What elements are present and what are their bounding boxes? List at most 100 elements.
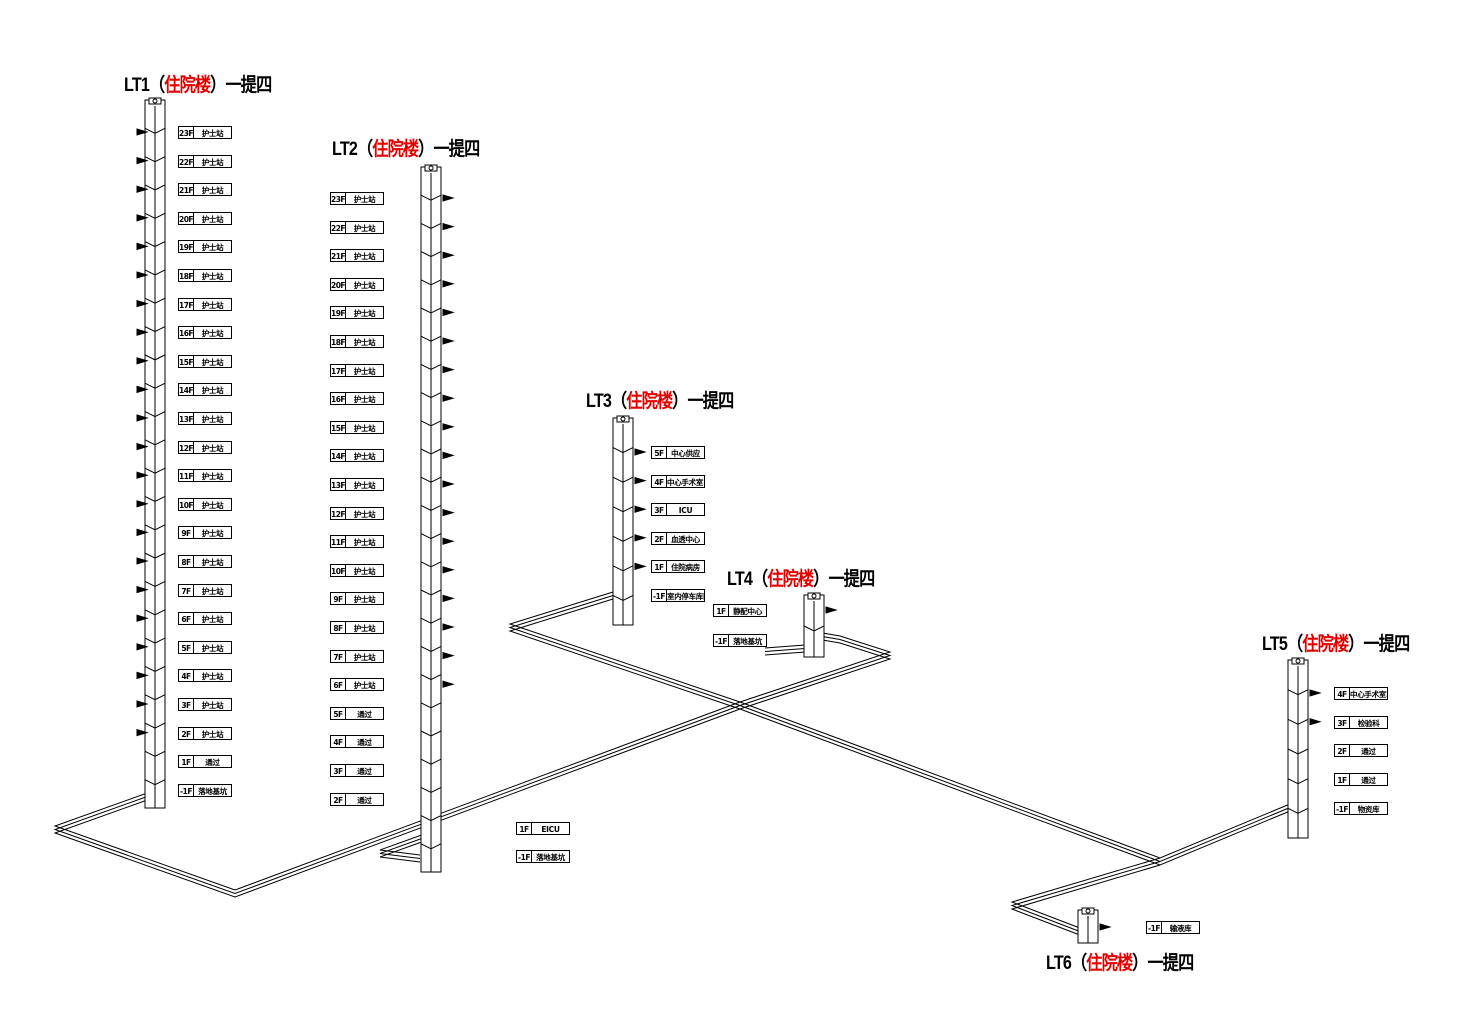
floor-function: 护士站 [201, 701, 224, 710]
title-building: 住院楼 [372, 139, 419, 160]
floor-number: 8F [179, 556, 194, 567]
tower-title-lt5: LT5（住院楼）一提四 [1262, 629, 1410, 656]
door-arrow-icon [136, 214, 149, 222]
floor-number: 4F [331, 736, 346, 748]
floor-number: 3F [652, 504, 667, 516]
shaft-lt3 [612, 415, 647, 626]
tower-title-lt6: LT6（住院楼）一提四 [1046, 948, 1194, 975]
door-arrow-icon [136, 614, 149, 622]
door-arrow-icon [442, 680, 455, 688]
floor-function: 护士站 [353, 624, 376, 633]
floor-function: 检验科 [1357, 718, 1380, 728]
floor-function: 护士站 [353, 481, 376, 490]
floor-number: 14F [331, 450, 346, 462]
floor-number: 21F [331, 250, 346, 262]
door-arrow-icon [136, 156, 149, 165]
floor-function: 护士站 [353, 509, 376, 519]
pipe-line [764, 644, 806, 649]
door-arrow-icon [634, 476, 647, 485]
pipe-line [508, 591, 741, 703]
door-arrow-icon [136, 271, 149, 279]
floor-function: 通过 [357, 767, 372, 776]
floor-function: 护士站 [201, 415, 224, 424]
floor-number: 17F [179, 298, 194, 310]
floor-label: -1F室内停车库区 [651, 589, 705, 602]
title-suffix: ）一提四 [1348, 634, 1410, 655]
floor-function: 血透中心 [671, 534, 700, 544]
floor-number: 18F [331, 336, 346, 347]
door-arrow-icon [136, 528, 149, 537]
title-prefix: LT2（ [332, 139, 373, 160]
door-arrow-icon [442, 508, 455, 517]
floor-number: 6F [179, 613, 194, 625]
door-arrow-icon [136, 643, 149, 651]
door-arrow-icon [136, 414, 149, 422]
door-arrow-icon [442, 194, 455, 202]
door-arrow-icon [136, 500, 149, 508]
pipe-network [53, 591, 1291, 938]
door-arrow-icon [634, 562, 647, 571]
floor-function: 通过 [1361, 776, 1376, 786]
floor-number: 21F [179, 184, 194, 196]
door-arrow-icon [442, 222, 455, 231]
floor-function: 护士站 [353, 309, 376, 319]
door-arrow-icon [136, 128, 149, 136]
floor-function: 护士站 [353, 366, 376, 376]
tower-title-lt3: LT3（住院楼）一提四 [586, 386, 734, 413]
floor-function: 护士站 [353, 538, 376, 548]
floor-function: 护士站 [201, 443, 224, 453]
floor-function: 通过 [357, 738, 372, 748]
floor-number: -1F [652, 590, 667, 601]
floor-number: 3F [1335, 716, 1350, 728]
shaft-lt1 [136, 97, 166, 809]
shaft-lt6 [1077, 907, 1112, 944]
floor-number: -1F [714, 635, 729, 646]
floor-function: 护士站 [201, 643, 224, 653]
pipe-line [508, 598, 741, 710]
shaft-lt4 [803, 592, 838, 658]
floor-number: 11F [331, 536, 346, 548]
floor-number: 4F [179, 670, 194, 682]
floor-number: 2F [331, 793, 346, 805]
tower-title-lt1: LT1（住院楼）一提四 [124, 70, 272, 97]
floor-function: 中心手术室1 [667, 477, 704, 487]
floor-number: 3F [179, 699, 194, 710]
floor-function: 落地基坑 [536, 853, 565, 862]
title-prefix: LT4（ [727, 569, 768, 590]
floor-function: 护士站 [201, 386, 224, 396]
title-suffix: ）一提四 [813, 569, 875, 590]
floor-number: 19F [331, 307, 346, 319]
floor-function: 输液库 [1169, 924, 1192, 933]
door-arrow-icon [442, 480, 455, 488]
pipe-line [379, 838, 431, 863]
floor-number: 15F [179, 355, 194, 367]
floor-function: 护士站 [353, 452, 376, 462]
door-arrow-icon [136, 185, 149, 193]
pipe-line [379, 835, 431, 859]
floor-function: 护士站 [201, 586, 224, 596]
door-arrow-icon [136, 328, 149, 336]
floor-function: 护士站 [201, 729, 224, 739]
title-prefix: LT1（ [124, 75, 165, 96]
